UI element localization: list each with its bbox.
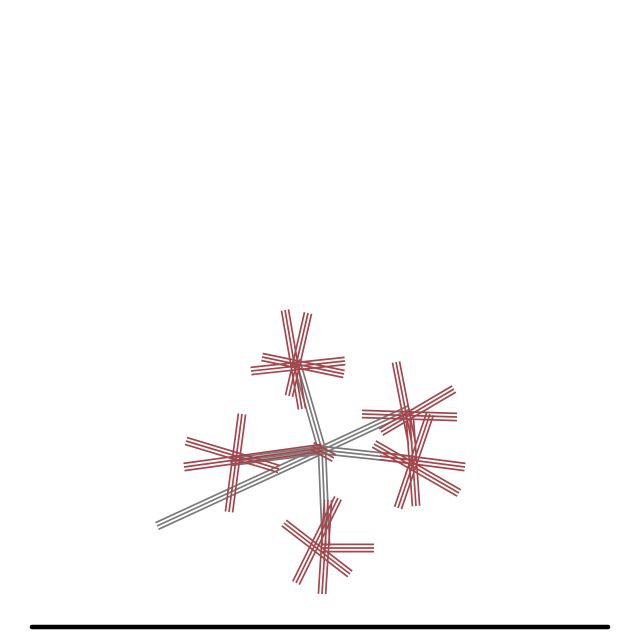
leaf-bundle-strand bbox=[261, 356, 345, 375]
leaf-bundle-strand bbox=[250, 360, 346, 372]
leaf-bundle bbox=[250, 356, 346, 376]
leaf-bundle-strand bbox=[398, 361, 417, 444]
stem-segment bbox=[155, 445, 324, 531]
leaf-bundle-strand bbox=[284, 312, 306, 396]
leaf-bundle-strand bbox=[261, 359, 344, 379]
leaf-bundle-strand bbox=[183, 443, 322, 465]
leaf-bundle-strand bbox=[280, 310, 300, 410]
leaf-bundle bbox=[184, 436, 281, 474]
leaf-bundle-strand bbox=[378, 385, 453, 430]
stem-segment-strand bbox=[156, 449, 323, 527]
leaf-bundle-strand bbox=[321, 499, 329, 595]
leaf-bundle-strand bbox=[317, 499, 326, 594]
plant-leaves bbox=[183, 309, 466, 595]
leaf-bundle-strand bbox=[382, 391, 457, 436]
leaf-bundle-strand bbox=[186, 436, 281, 467]
stem-segment-strand bbox=[155, 445, 321, 524]
leaf-bundle-strand bbox=[288, 312, 309, 397]
leaf-bundle-strand bbox=[183, 447, 323, 468]
leaf-bundle-strand bbox=[324, 500, 333, 595]
leaf-bundle bbox=[183, 443, 323, 472]
leaf-bundle-strand bbox=[262, 352, 345, 372]
stem-segment bbox=[320, 404, 412, 455]
stem-segment-strand bbox=[158, 452, 324, 531]
leaf-bundle bbox=[281, 519, 353, 578]
leaf-bundle-strand bbox=[371, 446, 458, 497]
leaf-bundle bbox=[284, 312, 313, 397]
leaf-bundle-strand bbox=[285, 519, 353, 572]
leaf-bundle-strand bbox=[409, 419, 417, 507]
leaf-bundle-strand bbox=[184, 450, 323, 472]
leaf-bundle-strand bbox=[251, 363, 346, 376]
leaf-bundle-strand bbox=[379, 458, 465, 472]
leaf-bundle bbox=[309, 442, 337, 462]
leaf-bundle-strand bbox=[283, 522, 351, 575]
leaf-bundle-strand bbox=[311, 445, 335, 459]
leaf-bundle-strand bbox=[184, 443, 279, 474]
stem-segment bbox=[317, 449, 331, 547]
leaf-bundle bbox=[379, 451, 466, 472]
leaf-bundle-strand bbox=[281, 525, 349, 578]
leaf-bundle-strand bbox=[395, 361, 413, 445]
leaf-bundle bbox=[317, 499, 333, 595]
stem-segment-strand bbox=[320, 404, 409, 448]
leaf-bundle-strand bbox=[379, 455, 466, 468]
stem-segment-strand bbox=[229, 445, 322, 460]
leaf-bundle-strand bbox=[298, 499, 342, 585]
leaf-bundle-strand bbox=[185, 440, 280, 470]
leaf-bundle bbox=[391, 361, 417, 445]
stem-segment-strand bbox=[298, 358, 327, 450]
leaf-bundle bbox=[261, 352, 345, 379]
leaf-bundle-strand bbox=[291, 313, 313, 397]
leaf-bundle-strand bbox=[412, 419, 421, 506]
leaf-bundle-strand bbox=[380, 451, 466, 465]
leaf-bundle bbox=[405, 419, 421, 507]
leaf-bundle-strand bbox=[391, 362, 410, 445]
leaf-bundle-strand bbox=[405, 420, 414, 507]
leaf-bundle-strand bbox=[250, 356, 345, 369]
leaf-bundle-strand bbox=[313, 442, 337, 456]
leaf-bundle-strand bbox=[380, 388, 455, 433]
stem-segment-strand bbox=[229, 449, 323, 463]
leaf-bundle-strand bbox=[309, 448, 333, 462]
leaf-bundle bbox=[322, 543, 374, 553]
leaf-bundle-strand bbox=[224, 413, 240, 512]
leaf-bundle bbox=[378, 385, 457, 436]
